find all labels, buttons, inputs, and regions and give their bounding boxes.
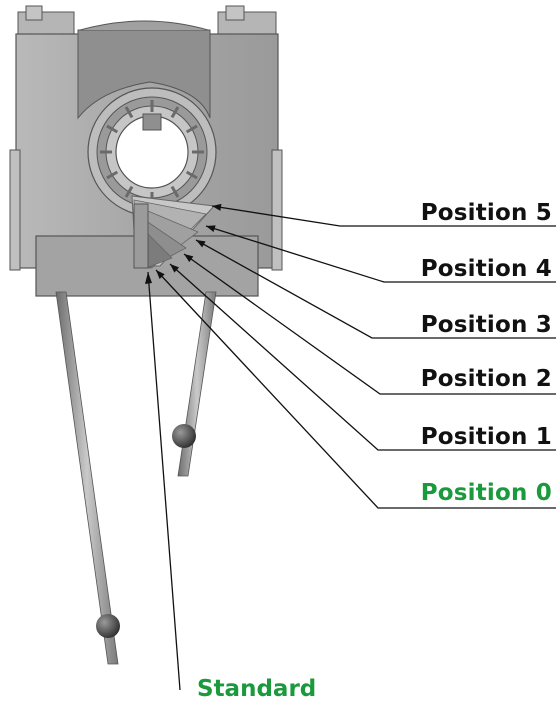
gear-slot bbox=[124, 106, 134, 119]
position-label-4: Position 4 bbox=[420, 256, 552, 282]
gear-slot bbox=[124, 185, 134, 198]
leader-line-position-3 bbox=[195, 239, 556, 339]
position-indicator-fan bbox=[131, 195, 216, 269]
gear-slot bbox=[170, 185, 180, 198]
position-label-0: Position 0 bbox=[420, 480, 552, 506]
leader-line-position-1 bbox=[169, 263, 556, 451]
gear-slot bbox=[106, 170, 119, 180]
gear-slot bbox=[170, 106, 180, 119]
leader-line-position-2 bbox=[183, 253, 556, 395]
gear-slot bbox=[106, 124, 119, 134]
leader-line-position-0 bbox=[155, 269, 556, 509]
left-operating-rod bbox=[55, 291, 120, 665]
leader-line-position-5 bbox=[211, 205, 556, 227]
standard-arrowhead bbox=[145, 272, 152, 284]
position-label-3: Position 3 bbox=[420, 312, 552, 338]
right-operating-rod bbox=[172, 291, 217, 477]
leader-arrowhead-4 bbox=[206, 225, 216, 233]
leader-arrowhead-0 bbox=[156, 270, 165, 279]
gear-slot bbox=[185, 170, 198, 180]
leader-arrowhead-2 bbox=[184, 254, 194, 263]
position-label-1: Position 1 bbox=[420, 424, 552, 450]
leader-arrowhead-5 bbox=[212, 203, 222, 211]
gear-slot bbox=[185, 124, 198, 134]
leader-arrowhead-1 bbox=[170, 264, 180, 273]
standard-leader-line bbox=[147, 271, 181, 691]
leader-arrowhead-3 bbox=[196, 240, 206, 248]
leader-lines bbox=[155, 203, 556, 509]
leader-line-position-4 bbox=[205, 225, 556, 283]
ball-knob-icon bbox=[96, 614, 120, 638]
standard-label: Standard bbox=[197, 676, 317, 702]
position-label-5: Position 5 bbox=[420, 200, 552, 226]
position-label-2: Position 2 bbox=[420, 366, 552, 392]
ball-knob-icon bbox=[172, 424, 196, 448]
